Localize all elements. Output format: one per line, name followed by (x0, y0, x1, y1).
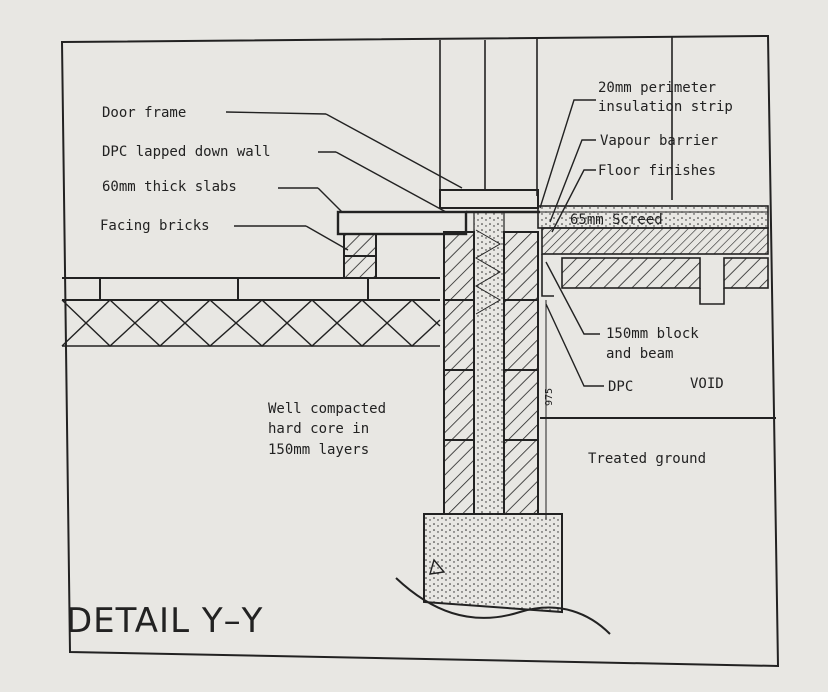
label-hardcore-line2: hard core in (268, 421, 369, 437)
outer-brick-leaf (503, 231, 539, 515)
hardcore-layer (61, 299, 441, 347)
inner-brick-leaf (443, 231, 475, 515)
upper-wall-lines (439, 36, 673, 200)
label-insulation-line1: 20mm perimeter (598, 80, 716, 96)
label-vapour-barrier: Vapour barrier (600, 133, 718, 149)
label-treated-ground: Treated ground (588, 451, 706, 467)
door-frame (439, 189, 539, 209)
cavity-fill (473, 211, 505, 515)
label-door-frame: Door frame (102, 105, 186, 121)
label-dpc: DPC (608, 379, 633, 395)
leader-lines-left (225, 111, 463, 251)
block-and-beam (541, 227, 769, 305)
thick-slab (336, 210, 468, 236)
paving-slabs (62, 277, 440, 301)
leader-lines-right (539, 99, 604, 387)
label-screed: 65mm Screed (570, 212, 663, 228)
concrete-footing (423, 513, 563, 614)
label-hardcore-line3: 150mm layers (268, 442, 369, 458)
label-block-beam-line2: and beam (606, 346, 673, 362)
drawing-title: DETAIL Y–Y (66, 601, 263, 641)
label-slabs: 60mm thick slabs (102, 179, 237, 195)
label-facing-bricks: Facing bricks (100, 218, 210, 234)
label-block-beam-line1: 150mm block (606, 326, 699, 342)
label-dpc-lapped: DPC lapped down wall (102, 144, 271, 160)
dimension-label: 975 (544, 388, 555, 406)
label-insulation-line2: insulation strip (598, 99, 733, 115)
label-hardcore-line1: Well compacted (268, 401, 386, 417)
drawing-frame (60, 34, 780, 668)
label-void: VOID (690, 376, 724, 392)
label-floor-finishes: Floor finishes (598, 163, 716, 179)
